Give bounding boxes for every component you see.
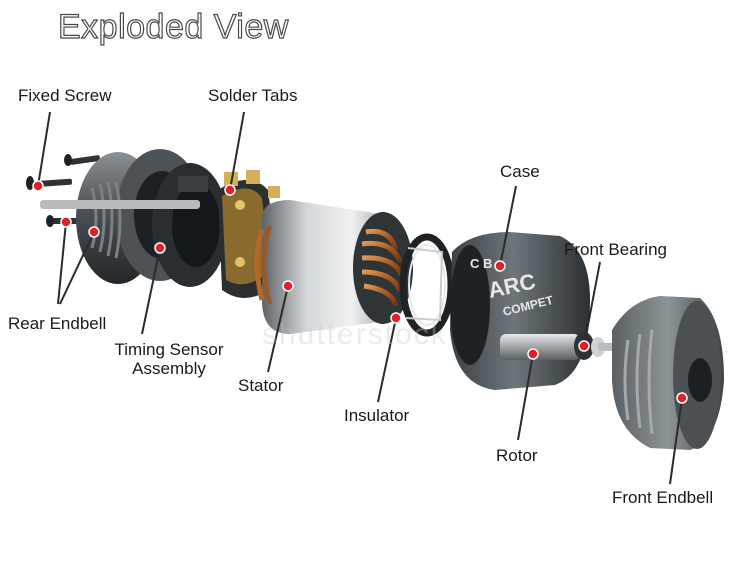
label-fixed-screw: Fixed Screw xyxy=(18,86,112,105)
page-title: Exploded View xyxy=(57,7,289,46)
callout-line-case xyxy=(499,185,517,267)
callout-dot-front-bearing xyxy=(578,340,590,352)
insulator xyxy=(399,233,455,337)
stator xyxy=(254,200,413,334)
label-insulator: Insulator xyxy=(344,406,410,425)
callout-line-solder-tabs xyxy=(229,111,245,191)
callout-line-rotor xyxy=(517,353,534,441)
callout-line-front-bearing xyxy=(583,261,601,347)
motor-case: C B ARC COMPET xyxy=(450,232,590,390)
callout-dot-timing-sensor xyxy=(154,242,166,254)
callout-line-rear-endbell-a xyxy=(57,221,67,305)
label-front-endbell: Front Endbell xyxy=(612,488,714,507)
callout-line-stator xyxy=(267,285,289,373)
callout-dot-rear-endbell-a xyxy=(60,216,72,228)
callout-dot-rotor xyxy=(527,348,539,360)
callout-dot-front-endbell xyxy=(676,392,688,404)
callout-dot-fixed-screw xyxy=(32,180,44,192)
label-rear-endbell: Rear Endbell xyxy=(8,314,107,333)
callout-line-front-endbell xyxy=(669,397,683,485)
callout-dot-case xyxy=(494,260,506,272)
watermark-text: shutterstock xyxy=(262,318,448,351)
callout-dot-rear-endbell-b xyxy=(88,226,100,238)
timing-sensor-assembly xyxy=(152,163,228,287)
callout-line-timing-sensor xyxy=(141,247,161,335)
callout-dot-solder-tabs xyxy=(224,184,236,196)
label-solder-tabs: Solder Tabs xyxy=(208,86,298,105)
callout-line-insulator xyxy=(377,317,397,403)
callout-dot-stator xyxy=(282,280,294,292)
front-endbell xyxy=(612,296,724,450)
label-timing-sensor-line1: Timing Sensor xyxy=(114,340,224,359)
rear-shaft xyxy=(40,200,200,209)
label-front-bearing: Front Bearing xyxy=(564,240,667,259)
label-timing-sensor-assembly: Timing Sensor Assembly xyxy=(104,340,234,378)
fixed-screws xyxy=(26,154,101,227)
callout-dot-insulator xyxy=(390,312,402,324)
label-timing-sensor-line2: Assembly xyxy=(132,359,206,378)
callout-lines xyxy=(32,111,688,485)
callout-line-rear-endbell-b xyxy=(59,231,95,305)
label-rotor: Rotor xyxy=(496,446,538,465)
label-stator: Stator xyxy=(238,376,284,395)
case-marking-letters: C B xyxy=(470,256,492,271)
callout-line-fixed-screw xyxy=(37,111,51,187)
label-case: Case xyxy=(500,162,540,181)
